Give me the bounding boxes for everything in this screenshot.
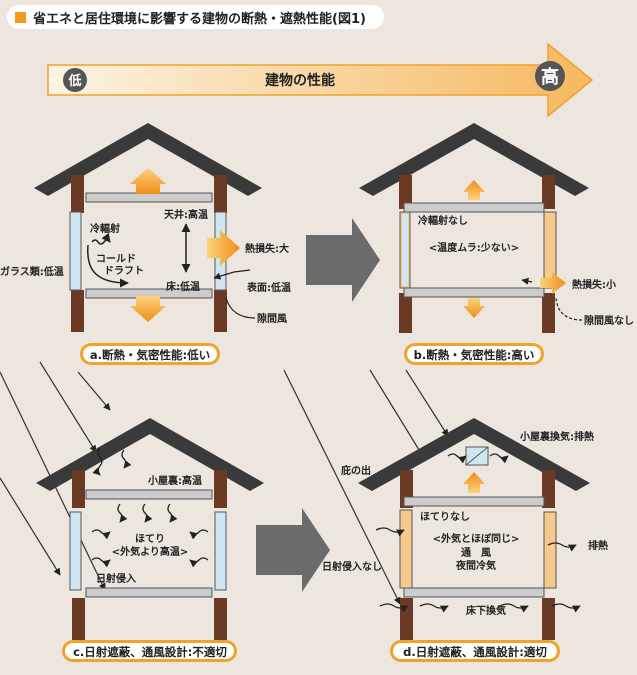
a-caption: a.断熱・気密性能:低い xyxy=(90,348,210,362)
a-ceiling-label: 天井:高温 xyxy=(164,208,208,221)
d-attic-vent-label: 小屋裏換気:排熱 xyxy=(519,430,594,443)
house-c xyxy=(0,361,264,640)
high-badge xyxy=(535,61,565,91)
a-cold-draft-label-2: ドラフト xyxy=(104,265,144,277)
a-glass-label: ガラス類:低温 xyxy=(0,265,64,278)
transition-arrow-bottom xyxy=(256,508,330,592)
d-eaves-label: 庇の出 xyxy=(340,464,371,477)
house-a xyxy=(34,123,262,332)
d-exhaust-label: 排熱 xyxy=(588,539,608,552)
title-marker-icon xyxy=(15,11,26,23)
c-hot-label-1: ほてり xyxy=(135,533,165,545)
performance-label: 建物の性能 xyxy=(265,72,335,89)
b-temp-unevenness-label: <温度ムラ:少ない> xyxy=(429,241,519,254)
d-no-hot-label: ほてりなし xyxy=(420,511,470,523)
a-surface-label: 表面:低温 xyxy=(246,281,291,294)
d-caption: d.日射遮蔽、通風設計:適切 xyxy=(403,645,547,659)
c-sun-ray-3 xyxy=(39,361,97,453)
c-solar-entry-label: 日射侵入 xyxy=(96,572,136,585)
house-d xyxy=(283,369,590,640)
b-caption: b.断熱・気密性能:高い xyxy=(414,348,535,362)
d-sun-ray-2 xyxy=(369,369,425,459)
low-badge xyxy=(63,68,87,92)
figure-title: 省エネと居住環境に影響する建物の断熱・遮熱性能(図1) xyxy=(7,5,384,29)
performance-arrow: 低 高 建物の性能 xyxy=(47,42,594,118)
d-sun-ray-1 xyxy=(283,369,401,605)
c-hot-label-2: <外気より高温> xyxy=(112,545,189,558)
c-sun-ray-4 xyxy=(77,371,111,411)
house-b xyxy=(359,123,589,333)
a-gap-wind-label: 隙間風 xyxy=(257,312,287,325)
transition-arrow-top xyxy=(306,218,380,302)
a-floor-label: 床:低温 xyxy=(166,280,200,293)
d-ventilation-label: 通 風 xyxy=(461,547,491,559)
d-sun-ray-3 xyxy=(405,369,449,437)
c-sun-ray-2 xyxy=(0,477,61,576)
low-label: 低 xyxy=(67,73,81,89)
high-label: 高 xyxy=(541,66,559,88)
b-heat-loss-label: 熱損失:小 xyxy=(572,278,616,291)
d-night-cooling-label: 夜間冷気 xyxy=(455,559,496,572)
a-cold-radiation-label: 冷輻射 xyxy=(90,222,120,235)
b-no-cold-radiation-label: 冷輻射なし xyxy=(418,214,468,227)
d-underfloor-label: 床下換気 xyxy=(466,604,506,617)
a-cold-draft-label-1: コールド xyxy=(96,253,136,265)
d-same-as-outside-label: <外気とほぼ同じ> xyxy=(433,532,520,545)
title-text: 省エネと居住環境に影響する建物の断熱・遮熱性能(図1) xyxy=(33,11,366,27)
c-caption: c.日射遮蔽、通風設計:不適切 xyxy=(73,645,227,659)
b-no-gap-wind-label: 隙間風なし xyxy=(584,314,634,327)
d-no-solar-entry-label: 日射侵入なし xyxy=(322,560,382,573)
a-heat-loss-label: 熱損失:大 xyxy=(245,242,289,255)
c-attic-label: 小屋裏:高温 xyxy=(147,474,202,487)
